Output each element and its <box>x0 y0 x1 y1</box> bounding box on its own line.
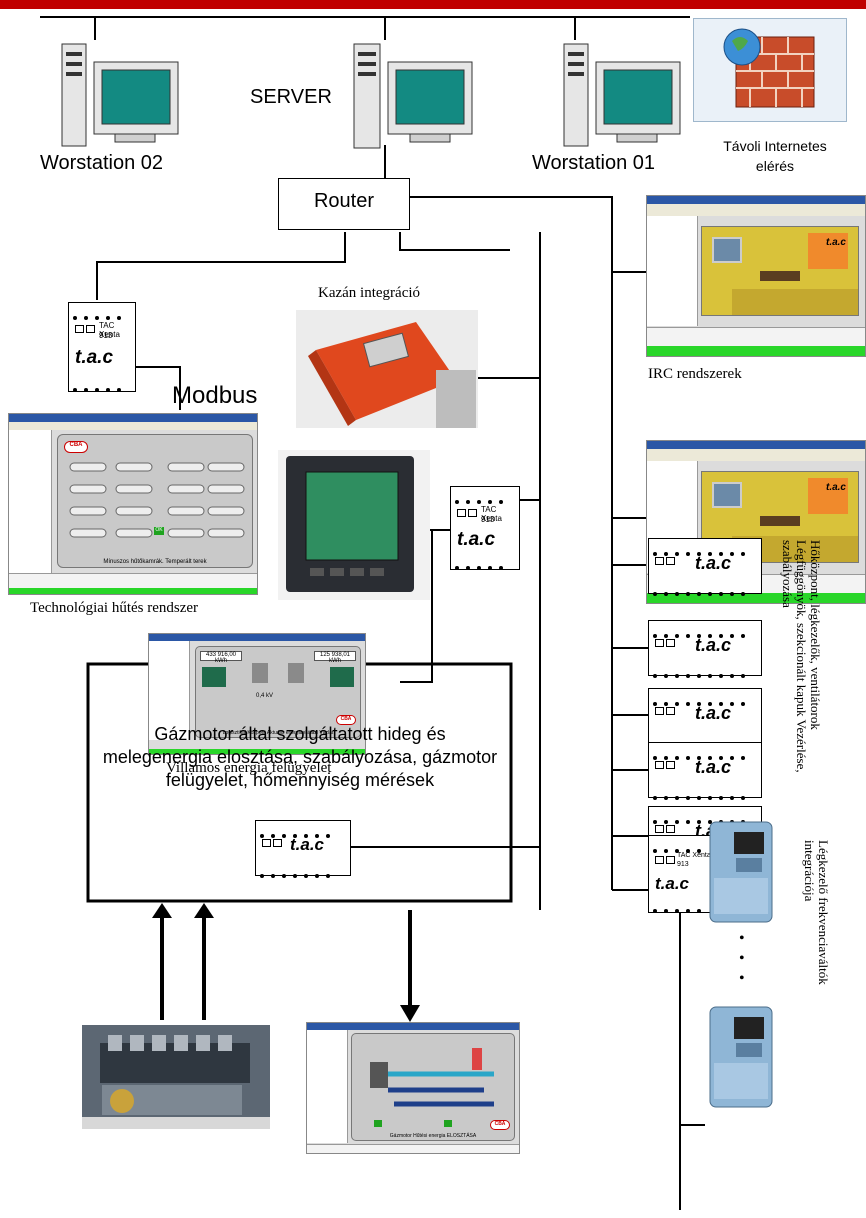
vfd-dot-1: • <box>739 930 745 947</box>
tac-module-2: t.a.c <box>648 620 762 678</box>
router-label: Router <box>313 190 375 212</box>
cooling-screen-title: Mínuszos hűtőkamrák. Temperált terek <box>103 559 207 565</box>
irc-label: IRC rendszerek <box>648 366 742 382</box>
tac-xenta-913-center: TAC Xenta 913 t.a.c <box>450 486 520 570</box>
electric-energy-screenshot: 433 916,00 kWh 125 938,01 kWh 0,4 kV CBA… <box>148 633 366 755</box>
cooling-system-screenshot: CBA OK Mínuszos hűtőkamrák. Temperált te… <box>8 413 258 595</box>
top-bar <box>0 0 866 9</box>
server-icon <box>353 43 473 149</box>
electric-label: Villamos energia felügyelet <box>166 760 332 776</box>
workstation-01-label: Worstation 01 <box>532 152 656 174</box>
tac-module-gas: t.a.c <box>255 820 351 878</box>
workstation-01 <box>562 42 682 152</box>
server-label: SERVER <box>250 86 332 108</box>
tac-xenta-913-left: TAC Xenta 913 t.a.c <box>68 302 136 392</box>
gas-distribution-screenshot: CBA Gázmotor Hűtési energia ELOSZTÁSA <box>306 1022 520 1154</box>
boiler-image <box>296 310 478 428</box>
vfd-label: Légkezelő frekvenciaváltók integrációja <box>802 840 831 985</box>
workstation-02 <box>60 42 180 152</box>
tac-logo: t.a.c <box>655 874 690 893</box>
status-ok-badge: OK <box>154 527 164 535</box>
tac-logo: t.a.c <box>290 835 325 854</box>
tac-module-1: t.a.c <box>648 538 762 596</box>
tac-model-line1: TAC Xenta <box>99 321 120 339</box>
tac-xenta-913-vfd: TAC Xenta 913 t.a.c <box>648 835 714 913</box>
energy-meter-image <box>278 450 430 600</box>
gas-engine-description: Gázmotor által szolgáltatott hideg és me… <box>102 724 498 790</box>
cba-logo: CBA <box>490 1120 510 1130</box>
vfd-dot-3: • <box>739 970 745 987</box>
tac-module-3: t.a.c <box>648 688 762 746</box>
tac-model-line1: TAC Xenta <box>481 505 502 523</box>
tac-model-line2: 913 <box>481 515 495 524</box>
kwh-readout-2: 125 938,01 kWh <box>314 651 356 664</box>
tac-logo: t.a.c <box>695 757 732 777</box>
server <box>352 42 482 152</box>
cba-logo: CBA <box>64 441 88 453</box>
voltage-label: 0,4 kV <box>256 693 274 699</box>
computer-icon <box>61 43 179 147</box>
modbus-label: Modbus <box>172 382 258 409</box>
electric-screen-title: Logisztikai Központ Aktuális energiaellá… <box>222 730 334 736</box>
tac-module-4: t.a.c <box>648 742 762 800</box>
hvac-label: Hőközpont, légkezelők, ventilátorok Légf… <box>780 540 823 773</box>
cba-logo: CBA <box>336 715 356 725</box>
vfd-dot-2: • <box>739 950 745 967</box>
irc-tac-logo: t.a.c <box>825 237 846 248</box>
frequency-inverter-bottom <box>706 1003 776 1111</box>
frequency-inverter-top <box>706 818 776 926</box>
kwh-readout-1: 433 916,00 kWh <box>200 651 242 664</box>
tac-model-line1: TAC Xenta <box>677 852 711 859</box>
boiler-label: Kazán integráció <box>318 285 421 301</box>
remote-access-label: Távoli Internetes elérés <box>723 138 827 174</box>
tac-logo: t.a.c <box>75 347 114 368</box>
gas-engine-image <box>82 1025 270 1129</box>
workstation-02-label: Worstation 02 <box>40 152 164 174</box>
tac-logo: t.a.c <box>695 553 732 573</box>
tac-model-line2: 913 <box>677 861 689 868</box>
gas-screen-title: Gázmotor Hűtési energia ELOSZTÁSA <box>389 1133 477 1139</box>
firewall-globe-icon <box>693 18 847 122</box>
computer-icon <box>563 43 681 147</box>
router-box <box>278 178 410 230</box>
tac-model-line2: 913 <box>99 331 113 340</box>
irc-screenshot-1: t.a.c <box>646 195 866 357</box>
cooling-label: Technológiai hűtés rendszer <box>30 600 199 616</box>
irc-tac-logo: t.a.c <box>825 482 846 493</box>
tac-logo: t.a.c <box>695 703 732 723</box>
tac-logo: t.a.c <box>457 529 496 550</box>
tac-logo: t.a.c <box>695 635 732 655</box>
